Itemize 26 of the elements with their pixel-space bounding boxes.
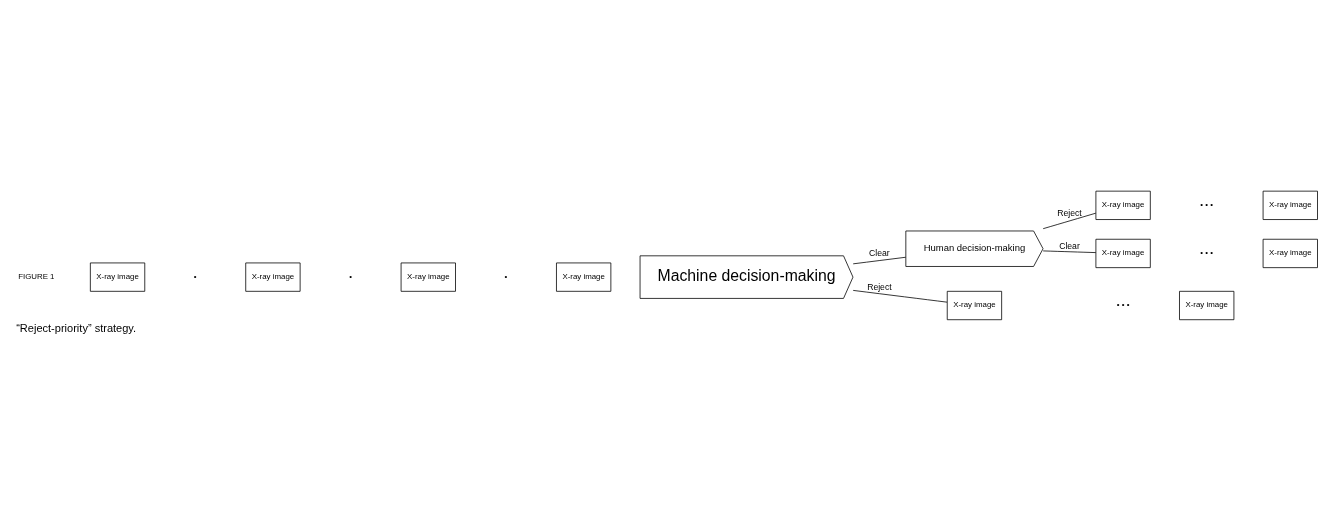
caption: “Reject-priority” strategy. xyxy=(16,321,137,334)
connector xyxy=(852,256,907,265)
label: • • • xyxy=(1116,300,1130,310)
node-box: X-ray image xyxy=(1095,238,1151,269)
node-box: X-ray image xyxy=(89,262,146,292)
label: • xyxy=(349,272,352,282)
label: • xyxy=(193,272,197,282)
edge-label: Reject xyxy=(1057,208,1082,219)
edge-label: Clear xyxy=(1059,240,1080,251)
label: FIGURE 1 xyxy=(18,272,55,282)
label: • • • xyxy=(1200,200,1214,210)
label: • • • xyxy=(1200,248,1214,258)
node-box: X-ray image xyxy=(556,262,612,292)
node-box: X-ray image xyxy=(400,262,456,292)
node-box: X-ray image xyxy=(1262,190,1318,220)
label: • xyxy=(504,272,508,282)
connector xyxy=(852,290,948,303)
connector xyxy=(1042,212,1097,230)
connector xyxy=(1042,250,1097,253)
node-box: X-ray image xyxy=(245,262,301,292)
edge-label: Clear xyxy=(869,248,890,259)
node-box: X-ray image xyxy=(1179,290,1235,321)
node-box: X-ray image xyxy=(946,290,1003,321)
edge-label: Reject xyxy=(867,281,892,292)
node-box: X-ray image xyxy=(1095,190,1151,220)
node-box: X-ray image xyxy=(1262,238,1318,269)
